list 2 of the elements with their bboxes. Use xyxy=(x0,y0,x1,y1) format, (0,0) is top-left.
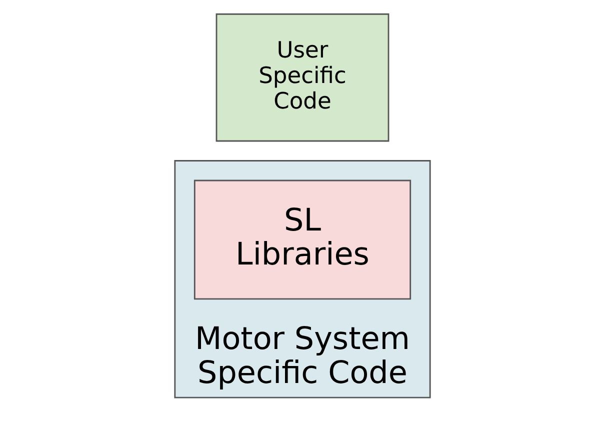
node-box: User Specific Code xyxy=(215,13,389,142)
node-box: SL Libraries xyxy=(193,180,411,300)
